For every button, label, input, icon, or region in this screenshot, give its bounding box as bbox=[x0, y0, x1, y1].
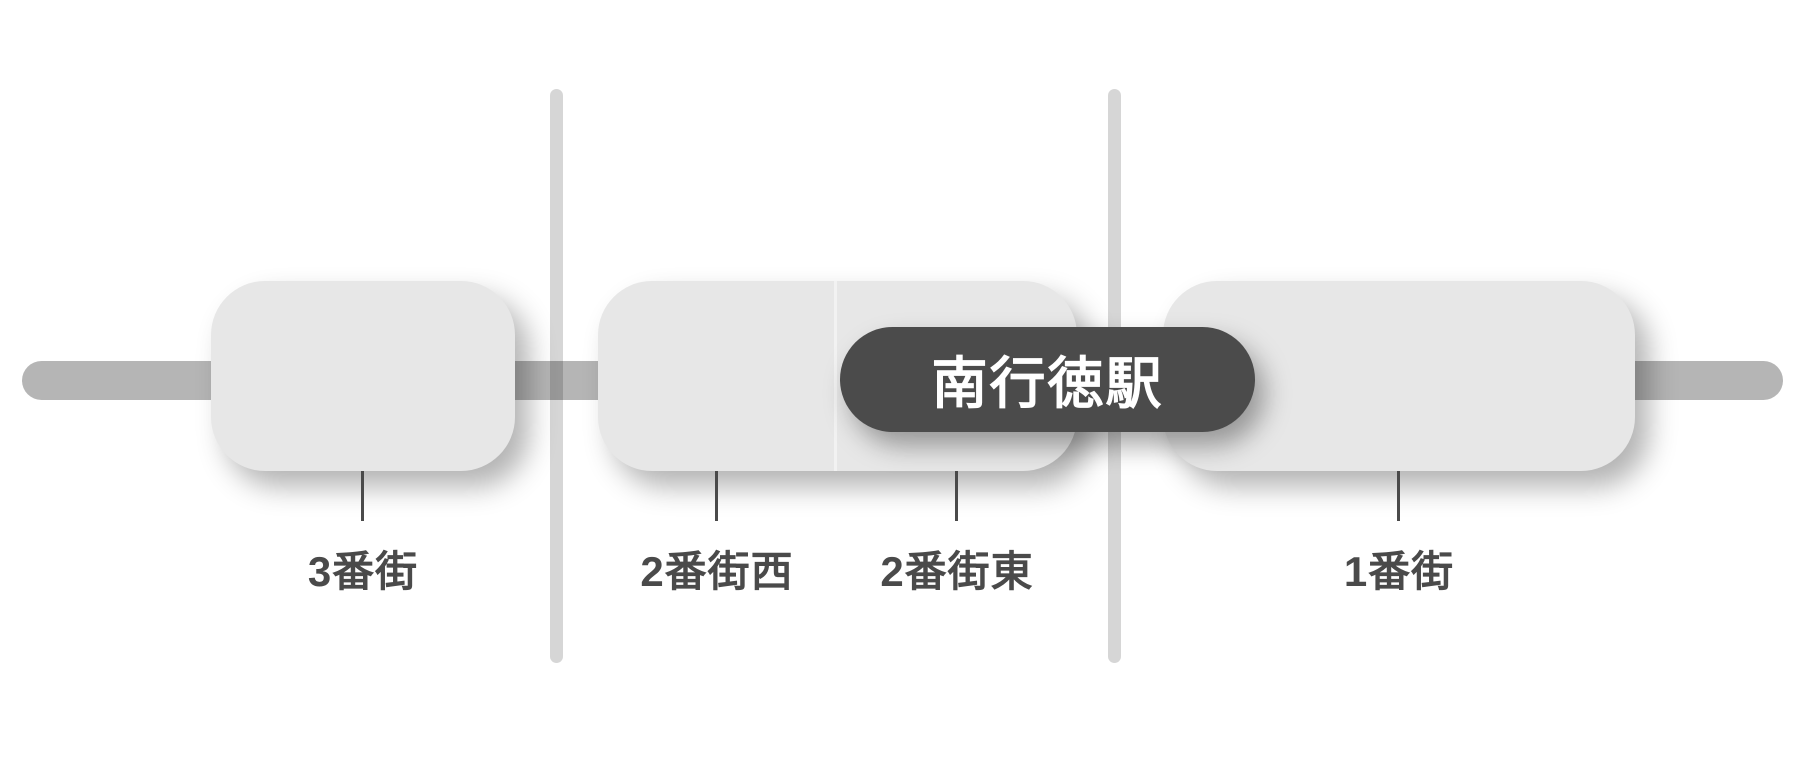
tick-2bangai-west bbox=[715, 471, 718, 521]
label-2bangai-west: 2番街西 bbox=[640, 548, 794, 595]
cross-street-left bbox=[550, 89, 563, 663]
station-badge: 南行徳駅 bbox=[840, 327, 1255, 432]
label-2bangai-east: 2番街東 bbox=[880, 548, 1034, 595]
block-3bangai bbox=[211, 281, 515, 471]
block-2-divider bbox=[834, 281, 837, 471]
station-name: 南行徳駅 bbox=[931, 352, 1164, 415]
tick-3bangai bbox=[361, 471, 364, 521]
label-3bangai: 3番街 bbox=[307, 548, 419, 595]
tick-2bangai-east bbox=[955, 471, 958, 521]
label-1bangai: 1番街 bbox=[1343, 548, 1455, 595]
tick-1bangai bbox=[1397, 471, 1400, 521]
